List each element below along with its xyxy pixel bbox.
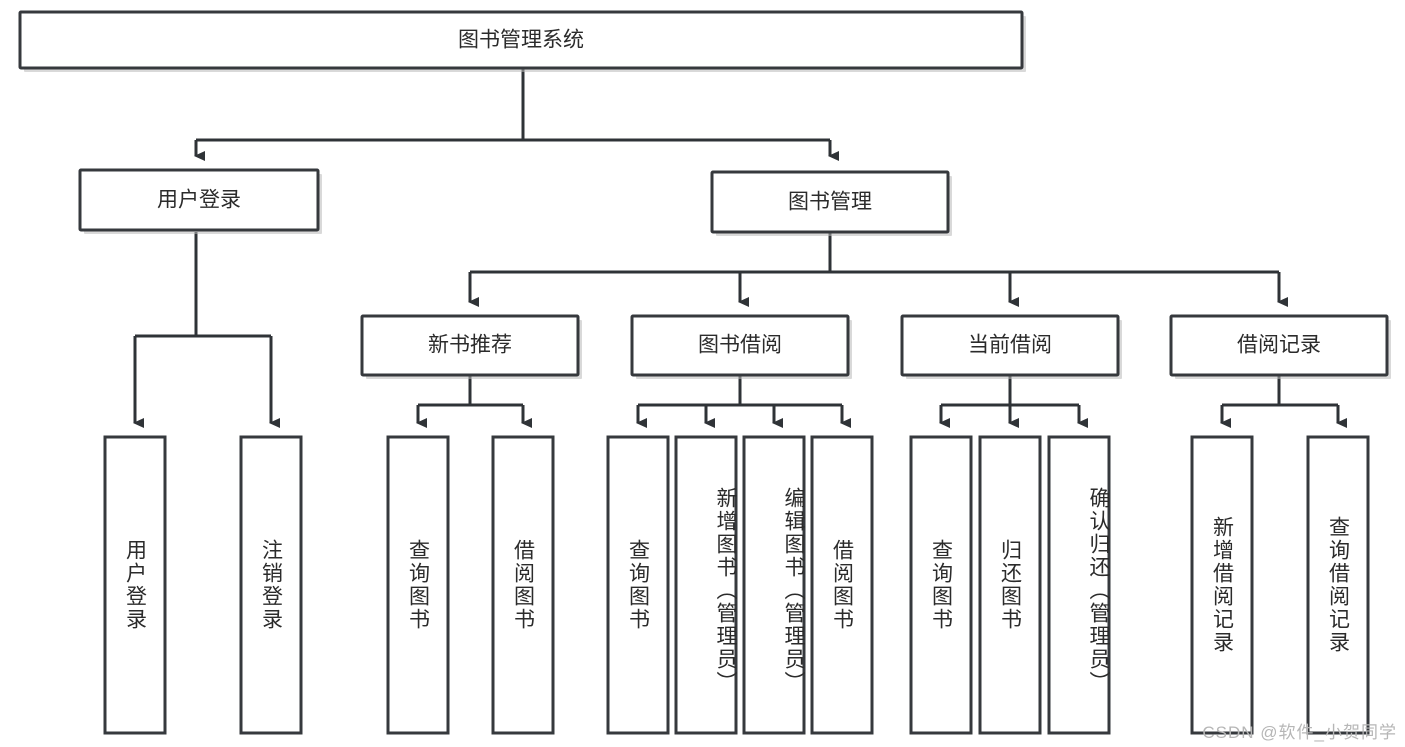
leaf-label-borrow-book-new: 借阅图书: [511, 539, 535, 631]
node-root-label: 图书管理系统: [458, 29, 584, 52]
node-new-book-recommend-label: 新书推荐: [428, 334, 512, 357]
leaf-label-user-login: 用户登录: [123, 539, 147, 631]
node-book-management-label: 图书管理: [788, 191, 872, 214]
node-root[interactable]: 图书管理系统: [18, 10, 1026, 72]
leaf-label-query-borrow-record: 查询借阅记录: [1326, 516, 1350, 654]
leaf-label-borrow-book: 借阅图书: [830, 539, 854, 631]
leaf-box[interactable]: [386, 435, 450, 735]
leaf-label-confirm-return-admin: 确认归还（管理员）: [1087, 486, 1110, 694]
leaf-box[interactable]: [1190, 435, 1254, 735]
leaf-boxes: [103, 435, 1370, 735]
leaf-box[interactable]: [103, 435, 167, 735]
leaf-label-query-book-borrow: 查询图书: [626, 539, 650, 631]
edges-bookborrow-to-leaves: [636, 375, 851, 428]
edges-root-to-level2: [194, 68, 839, 161]
leaf-box[interactable]: [491, 435, 555, 735]
leaf-box[interactable]: [810, 435, 874, 735]
edges-currentborrow-to-leaves: [939, 375, 1088, 428]
leaf-box[interactable]: [606, 435, 670, 735]
leaf-box[interactable]: [239, 435, 303, 735]
edges-booksmgmt-to-level3: [468, 232, 1288, 307]
leaf-box[interactable]: [978, 435, 1042, 735]
node-new-book-recommend[interactable]: 新书推荐: [360, 314, 582, 379]
leaf-label-query-book-current: 查询图书: [929, 539, 953, 631]
node-book-borrow-label: 图书借阅: [698, 334, 782, 357]
node-user-login[interactable]: 用户登录: [78, 168, 322, 234]
leaf-box[interactable]: [742, 435, 806, 735]
leaf-label-return-book: 归还图书: [998, 539, 1022, 631]
edges-newbook-to-leaves: [416, 375, 532, 428]
leaf-box[interactable]: [1047, 435, 1111, 735]
edges-userlogin-to-leaves: [133, 232, 280, 428]
leaf-label-add-borrow-record: 新增借阅记录: [1210, 516, 1234, 654]
node-current-borrow-label: 当前借阅: [968, 334, 1052, 357]
watermark: CSDN @软件_小贺同学: [1202, 723, 1397, 742]
edges-borrowrecord-to-leaves: [1220, 375, 1347, 428]
leaf-box[interactable]: [1306, 435, 1370, 735]
leaf-box[interactable]: [674, 435, 738, 735]
node-book-borrow[interactable]: 图书借阅: [630, 314, 852, 379]
node-current-borrow[interactable]: 当前借阅: [900, 314, 1122, 379]
node-book-management[interactable]: 图书管理: [710, 170, 952, 236]
node-user-login-label: 用户登录: [157, 189, 241, 212]
node-borrow-record-label: 借阅记录: [1237, 334, 1321, 357]
leaf-label-edit-book-admin: 编辑图书（管理员）: [782, 486, 805, 694]
leaf-label-logout: 注销登录: [259, 539, 283, 631]
node-borrow-record[interactable]: 借阅记录: [1169, 314, 1391, 379]
leaf-label-add-book-admin: 新增图书（管理员）: [714, 486, 737, 694]
leaf-label-query-book-new: 查询图书: [406, 539, 430, 631]
leaf-box[interactable]: [909, 435, 973, 735]
